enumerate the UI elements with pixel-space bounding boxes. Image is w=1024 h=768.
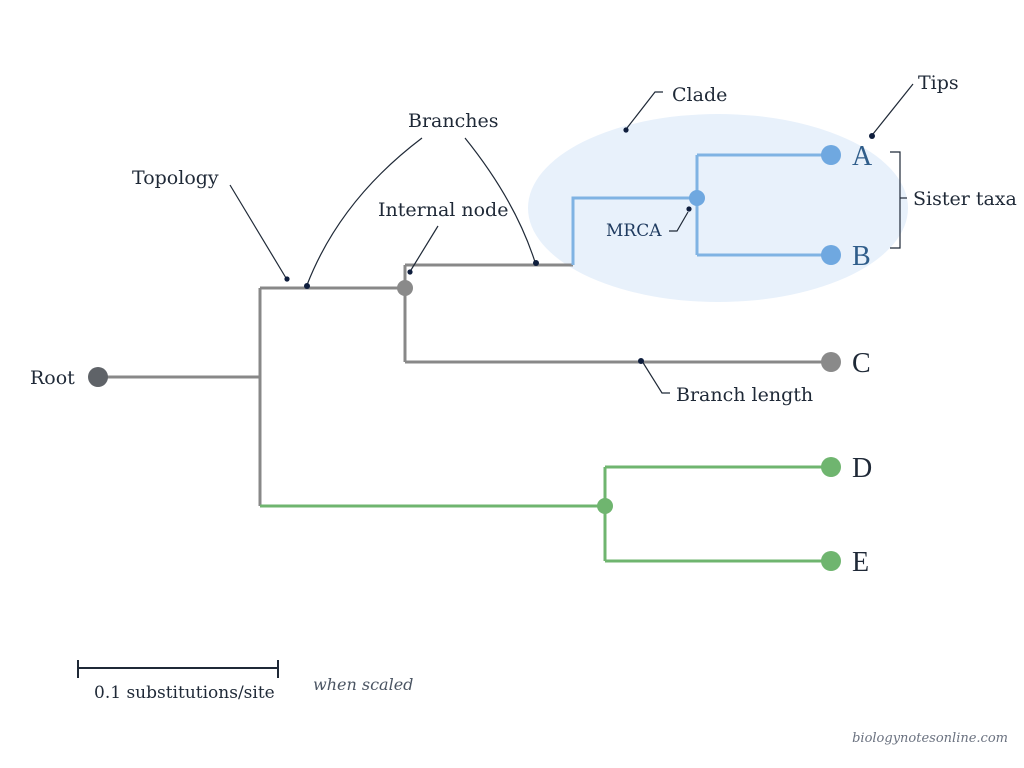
tips-leader-dot	[869, 133, 875, 139]
tip-label-d: D	[852, 453, 872, 484]
mrca-leader-dot	[686, 206, 692, 212]
scale-bar-label: 0.1 substitutions/site	[94, 683, 275, 703]
clade-label: Clade	[672, 84, 727, 106]
branches-leader-dot-right	[533, 260, 539, 266]
topology-leader-line	[229, 184, 287, 279]
root-label: Root	[30, 367, 75, 389]
branch-length-leader-line	[641, 360, 670, 394]
tip-node-b	[821, 245, 841, 265]
tip-label-a: A	[852, 141, 873, 172]
branch-length-label: Branch length	[676, 384, 813, 406]
mrca-node	[689, 190, 705, 206]
tip-node-a	[821, 145, 841, 165]
mrca-leader-line	[669, 211, 689, 232]
gray-branches	[98, 263, 831, 506]
tip-label-c: C	[852, 348, 871, 379]
tips-label: Tips	[918, 72, 959, 94]
mrca-label: MRCA	[606, 221, 662, 241]
tip-node-e	[821, 551, 841, 571]
internal-node-leader-line	[410, 225, 439, 271]
scale-bar: 0.1 substitutions/site when scaled	[77, 660, 413, 703]
source-credit: biologynotesonline.com	[852, 731, 1008, 746]
internal-node-leader-dot	[407, 269, 413, 275]
branch-into-mrca	[571, 196, 697, 265]
sister-taxa-label: Sister taxa	[913, 188, 1017, 210]
branches-leader-dot-left	[304, 283, 310, 289]
internal-node-label: Internal node	[378, 199, 508, 221]
sister-taxa-bracket	[890, 151, 901, 249]
clade-leader-dot	[623, 127, 629, 133]
branches-leader-line-right	[464, 137, 536, 263]
blue-clade-branches	[571, 153, 831, 265]
de-node	[597, 498, 613, 514]
tips-leader-line	[872, 83, 914, 135]
topology-label: Topology	[132, 167, 219, 189]
tip-label-b: B	[852, 241, 871, 272]
topology-leader-dot	[284, 276, 290, 282]
clade-highlight	[528, 114, 908, 302]
scale-bar-note: when scaled	[313, 675, 413, 694]
branches-leader-line-left	[306, 137, 423, 286]
tip-node-d	[821, 457, 841, 477]
clade-leader-line	[626, 91, 663, 129]
root-node	[88, 367, 108, 387]
green-clade-branches	[260, 465, 831, 563]
branches-label: Branches	[408, 110, 498, 132]
tip-node-c	[821, 352, 841, 372]
branch-length-leader-dot	[638, 358, 644, 364]
internal-node	[397, 280, 413, 296]
tip-label-e: E	[852, 547, 869, 578]
